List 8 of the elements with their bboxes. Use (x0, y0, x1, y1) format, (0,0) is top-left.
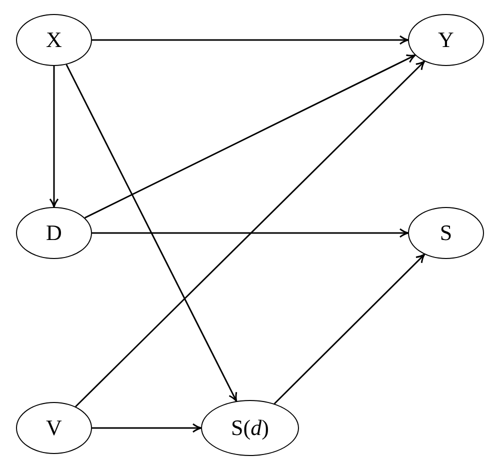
ellipse-node (408, 14, 484, 66)
node-label: X (46, 27, 62, 53)
node-label: D (46, 220, 62, 246)
ellipse-node (16, 207, 92, 259)
node-label: Y (438, 27, 454, 53)
node-label: V (46, 415, 62, 441)
node-label: S(d) (231, 415, 269, 441)
node-label: S (440, 220, 452, 246)
